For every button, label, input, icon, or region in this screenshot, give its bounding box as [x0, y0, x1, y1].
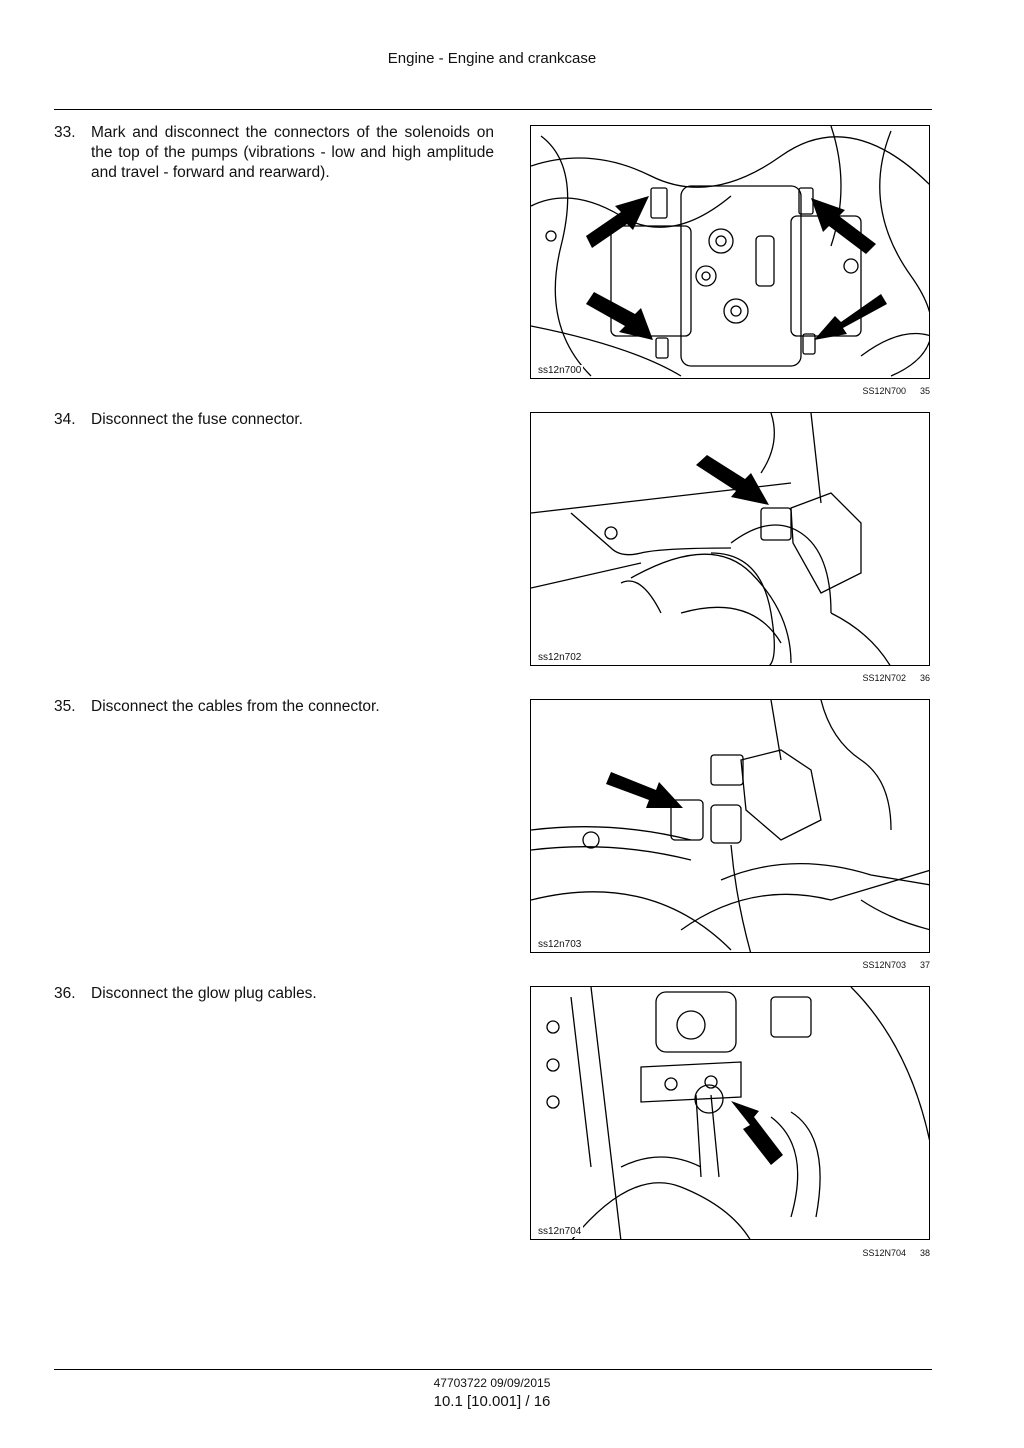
step-number: 33. — [54, 124, 76, 141]
header-rule — [54, 109, 932, 110]
figure-caption: SS12N702 36 — [530, 673, 930, 683]
figure-number: 36 — [919, 673, 930, 683]
figure-image-id: ss12n703 — [536, 939, 584, 950]
step-text: Disconnect the cables from the connector… — [91, 698, 380, 715]
step-number: 35. — [54, 698, 76, 715]
step-number: 34. — [54, 411, 76, 428]
figure-caption: SS12N703 37 — [530, 960, 930, 970]
figure-code: SS12N700 — [862, 386, 906, 396]
figure-image-id: ss12n702 — [536, 652, 584, 663]
figure-image-id: ss12n700 — [536, 365, 584, 376]
footer-page-number: 10.1 [10.001] / 16 — [433, 1393, 551, 1410]
figure-image-id: ss12n704 — [536, 1226, 584, 1237]
figure-caption: SS12N704 38 — [530, 1248, 930, 1258]
step-33: 33. Mark and disconnect the connectors o… — [54, 123, 494, 183]
fuse-connector-illustration — [531, 413, 891, 665]
footer-doc-reference: 47703722 09/09/2015 — [433, 1376, 551, 1390]
figure-code: SS12N704 — [862, 1248, 906, 1258]
figure-code: SS12N702 — [862, 673, 906, 683]
figure-fuse-connector: ss12n702 — [530, 412, 930, 666]
step-number: 36. — [54, 985, 76, 1002]
step-text: Disconnect the fuse connector. — [91, 411, 303, 428]
figure-glow-plug: ss12n704 — [530, 986, 930, 1240]
figure-code: SS12N703 — [862, 960, 906, 970]
page-header-title: Engine - Engine and crankcase — [387, 50, 597, 67]
cable-connector-illustration — [531, 700, 929, 952]
glow-plug-illustration — [546, 987, 929, 1239]
pump-solenoid-illustration — [531, 126, 929, 377]
figure-number: 35 — [919, 386, 930, 396]
step-text: Disconnect the glow plug cables. — [91, 985, 317, 1002]
step-36: 36. Disconnect the glow plug cables. — [54, 984, 494, 1004]
step-34: 34. Disconnect the fuse connector. — [54, 410, 494, 430]
figure-number: 38 — [919, 1248, 930, 1258]
figure-cable-connector: ss12n703 — [530, 699, 930, 953]
figure-number: 37 — [919, 960, 930, 970]
step-text: Mark and disconnect the connectors of th… — [91, 124, 494, 181]
figure-pump-solenoids: ss12n700 — [530, 125, 930, 379]
figure-caption: SS12N700 35 — [530, 386, 930, 396]
step-35: 35. Disconnect the cables from the conne… — [54, 697, 494, 717]
footer-rule — [54, 1369, 932, 1370]
